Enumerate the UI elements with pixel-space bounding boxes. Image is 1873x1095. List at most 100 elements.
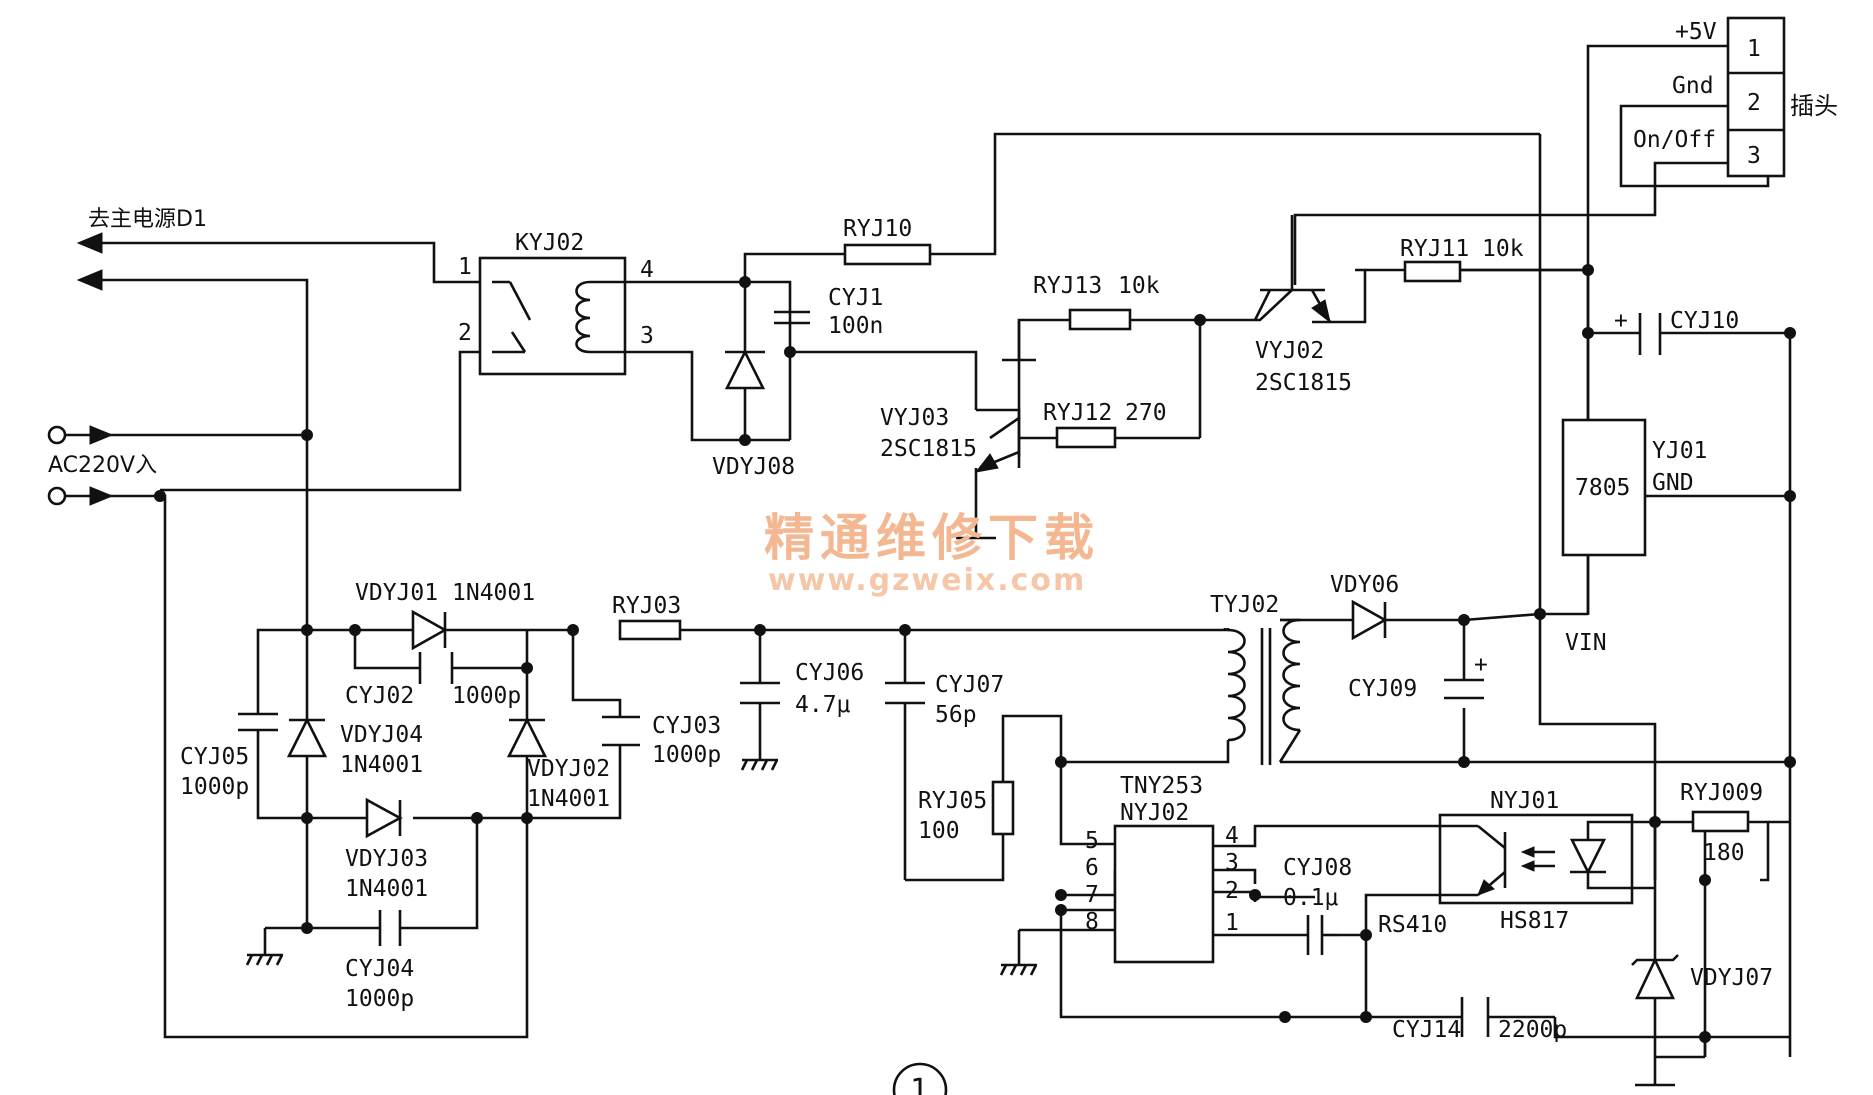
diode-vdyj03-ref: VDYJ03 — [345, 846, 428, 872]
diode-vdyj03 — [365, 797, 403, 839]
junction-dot — [784, 346, 796, 358]
ground-icon — [1635, 1055, 1705, 1087]
ic-part: TNY253 — [1120, 773, 1203, 799]
arrow-left-icon — [76, 232, 103, 254]
ac-terminal — [47, 425, 67, 445]
resistor-ryj10 — [843, 243, 932, 266]
diode-vdyj04-type: 1N4001 — [340, 752, 423, 778]
diode-vdy06-ref: VDY06 — [1330, 572, 1399, 598]
junction-dot — [301, 922, 313, 934]
resistor-ryj13-value: 10k — [1118, 273, 1160, 299]
relay: KYJ02 1 2 4 3 — [458, 230, 654, 376]
resistor-ryj13-ref: RYJ13 — [1033, 273, 1102, 299]
junction-dot — [1458, 614, 1470, 626]
capacitor-cyj14-value: 2200p — [1498, 1017, 1567, 1043]
resistor-ryj009-value: 180 — [1703, 840, 1745, 866]
junction-dot — [1055, 756, 1067, 768]
connector-signal-5v: +5V — [1675, 19, 1717, 45]
transistor-vyj02-type: 2SC1815 — [1255, 370, 1352, 396]
connector-signal-gnd: Gnd — [1672, 73, 1714, 99]
ac-terminal — [47, 486, 67, 506]
diode-vdyj01-type: 1N4001 — [452, 580, 535, 606]
relay-ref: KYJ02 — [515, 230, 584, 256]
transistor-vyj03-ref: VYJ03 — [880, 405, 949, 431]
ground-icon — [245, 928, 284, 966]
junction-dot — [349, 624, 361, 636]
transistor-arrow-icon — [974, 453, 999, 473]
regulator-vin: VIN — [1565, 630, 1607, 656]
diode-vdyj07 — [1634, 956, 1676, 1000]
to-main-power-label: 去主电源D1 — [88, 207, 207, 232]
junction-dot — [1055, 889, 1067, 901]
rs410-label: RS410 — [1378, 912, 1447, 938]
resistor-ryj12-value: 270 — [1125, 400, 1167, 426]
resistor-ryj05-ref: RYJ05 — [918, 788, 987, 814]
optocoupler-part: HS817 — [1500, 908, 1569, 934]
capacitor-cyj07-value: 56p — [935, 702, 977, 728]
junction-dot — [1249, 889, 1261, 901]
regulator-ref: YJ01 — [1652, 438, 1707, 464]
capacitor-cyj1-ref: CYJ1 — [828, 285, 883, 311]
ic-pin-6: 6 — [1085, 855, 1099, 881]
diode-vdyj08 — [724, 349, 766, 390]
capacitor-cyj03-ref: CYJ03 — [652, 713, 721, 739]
capacitor-cyj03-value: 1000p — [652, 742, 721, 768]
junction-dot — [754, 624, 766, 636]
ic-pin-3: 3 — [1225, 850, 1239, 876]
capacitor-cyj08-value: 0.1μ — [1283, 885, 1339, 911]
watermark-url: www.gzweix.com — [768, 563, 1086, 598]
resistor-ryj009-ref: RYJ009 — [1680, 780, 1763, 806]
junction-dot — [1360, 929, 1372, 941]
transformer-ref: TYJ02 — [1210, 592, 1279, 618]
resistor-ryj11-ref: RYJ11 — [1400, 236, 1469, 262]
ic-ref: NYJ02 — [1120, 800, 1189, 826]
junction-dot — [1055, 904, 1067, 916]
junction-dot — [301, 429, 313, 441]
junction-dot — [1534, 608, 1546, 620]
resistor-ryj11 — [1403, 260, 1462, 283]
connector: 1 2 3 +5V Gnd On/Off 插头 — [1633, 16, 1838, 178]
capacitor-cyj10-ref: CYJ10 — [1670, 308, 1739, 334]
diode-vdyj04-ref: VDYJ04 — [340, 722, 423, 748]
connector-title: 插头 — [1790, 92, 1838, 120]
relay-pin-4: 4 — [640, 257, 654, 283]
connector-pin-3: 3 — [1747, 143, 1761, 169]
relay-pin-2: 2 — [458, 320, 472, 346]
ground-icon — [740, 738, 779, 771]
junction-dot — [1784, 490, 1796, 502]
transistors: VYJ02 2SC1815 VYJ03 2SC1815 — [880, 215, 1352, 473]
capacitors: CYJ1 100n + CYJ10 CYJ02 1000p CYJ03 1000… — [180, 285, 1739, 1043]
capacitor-cyj1-value: 100n — [828, 313, 883, 339]
resistor-ryj11-value: 10k — [1482, 236, 1524, 262]
figure-number-text: 1 — [910, 1073, 928, 1095]
connector-signal-onoff: On/Off — [1633, 127, 1716, 153]
resistor-ryj009 — [1691, 810, 1750, 833]
junction-dot — [567, 624, 579, 636]
capacitor-cyj07-ref: CYJ07 — [935, 672, 1004, 698]
grounds — [245, 320, 1705, 1087]
junction-dot — [1279, 1011, 1291, 1023]
resistor-ryj12 — [1055, 426, 1117, 449]
ic-pin-1: 1 — [1225, 910, 1239, 936]
resistor-ryj13 — [1068, 308, 1132, 331]
resistor-ryj12-ref: RYJ12 — [1043, 400, 1112, 426]
junction-dot — [739, 434, 751, 446]
ac-in-label: AC220V入 — [48, 453, 157, 478]
arrow-left-icon — [76, 269, 103, 291]
junction-dot — [1699, 874, 1711, 886]
optocoupler: NYJ01 HS817 RS410 — [1378, 788, 1655, 938]
ic-pin-5: 5 — [1085, 828, 1099, 854]
capacitor-cyj09-ref: CYJ09 — [1348, 676, 1417, 702]
capacitor-cyj09-plus: + — [1474, 652, 1488, 678]
capacitor-cyj04-value: 1000p — [345, 986, 414, 1012]
connector-pin-2: 2 — [1747, 90, 1761, 116]
transistor-arrow-icon — [1477, 879, 1495, 896]
diode-vdyj02-ref: VDYJ02 — [527, 756, 610, 782]
diode-vdyj02 — [506, 717, 548, 758]
capacitor-cyj14-ref: CYJ14 — [1392, 1017, 1461, 1043]
capacitor-cyj02-ref: CYJ02 — [345, 683, 414, 709]
junction-dot — [301, 812, 313, 824]
junction-dot — [1784, 327, 1796, 339]
relay-pin-1: 1 — [458, 254, 472, 280]
diode-vdyj04 — [286, 717, 328, 758]
